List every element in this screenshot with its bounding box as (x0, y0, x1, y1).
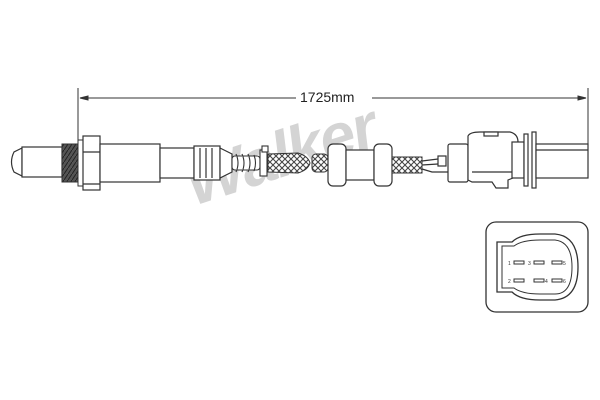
length-dimension-label: 1725mm (298, 88, 357, 106)
braided-cable-2 (391, 156, 423, 174)
wires (421, 155, 448, 173)
thread-section (61, 139, 84, 187)
pin-label-2: 2 (508, 279, 511, 285)
pin-label-4: 4 (545, 279, 548, 285)
pin-label-3: 3 (528, 261, 531, 267)
hex-nut (82, 135, 101, 191)
connector (447, 131, 589, 189)
pin-label-1: 1 (508, 261, 511, 267)
sensor-body (99, 143, 233, 183)
braided-cable-1 (267, 152, 329, 174)
connector-pinout: 1 3 5 2 4 6 (485, 221, 589, 313)
cable-boot (231, 145, 269, 177)
sensor-tip (10, 146, 63, 178)
grommet (327, 143, 393, 187)
pin-label-6: 6 (563, 279, 566, 285)
pin-label-5: 5 (563, 261, 566, 267)
